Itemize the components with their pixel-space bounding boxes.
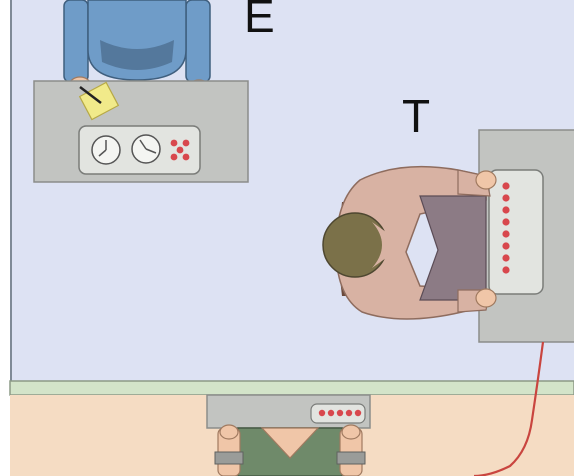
learner-left-strap-icon	[215, 452, 243, 464]
experimenter-right-arm	[186, 0, 210, 82]
indicator-lamp-icon	[177, 147, 184, 154]
indicator-lamp-icon	[171, 140, 178, 147]
experimenter-desk	[34, 81, 248, 182]
teacher-desk	[479, 130, 574, 342]
indicator-lamp-icon	[171, 154, 178, 161]
shock-generator-panel	[489, 170, 543, 294]
teacher-head	[323, 213, 387, 277]
teacher-label: T	[402, 90, 430, 142]
teacher-right-hand	[476, 171, 496, 189]
learner-figure	[215, 425, 365, 476]
experimenter-left-arm	[64, 0, 88, 82]
divider-wall	[10, 381, 574, 395]
learner-left-hand	[220, 425, 238, 439]
learner-right-strap-icon	[337, 452, 365, 464]
learner-right-hand	[342, 425, 360, 439]
learner-desk	[207, 395, 370, 428]
experimenter-label: E	[244, 0, 275, 42]
teacher-left-hand	[476, 289, 496, 307]
indicator-lamp-icon	[183, 154, 190, 161]
indicator-lamp-icon	[183, 140, 190, 147]
